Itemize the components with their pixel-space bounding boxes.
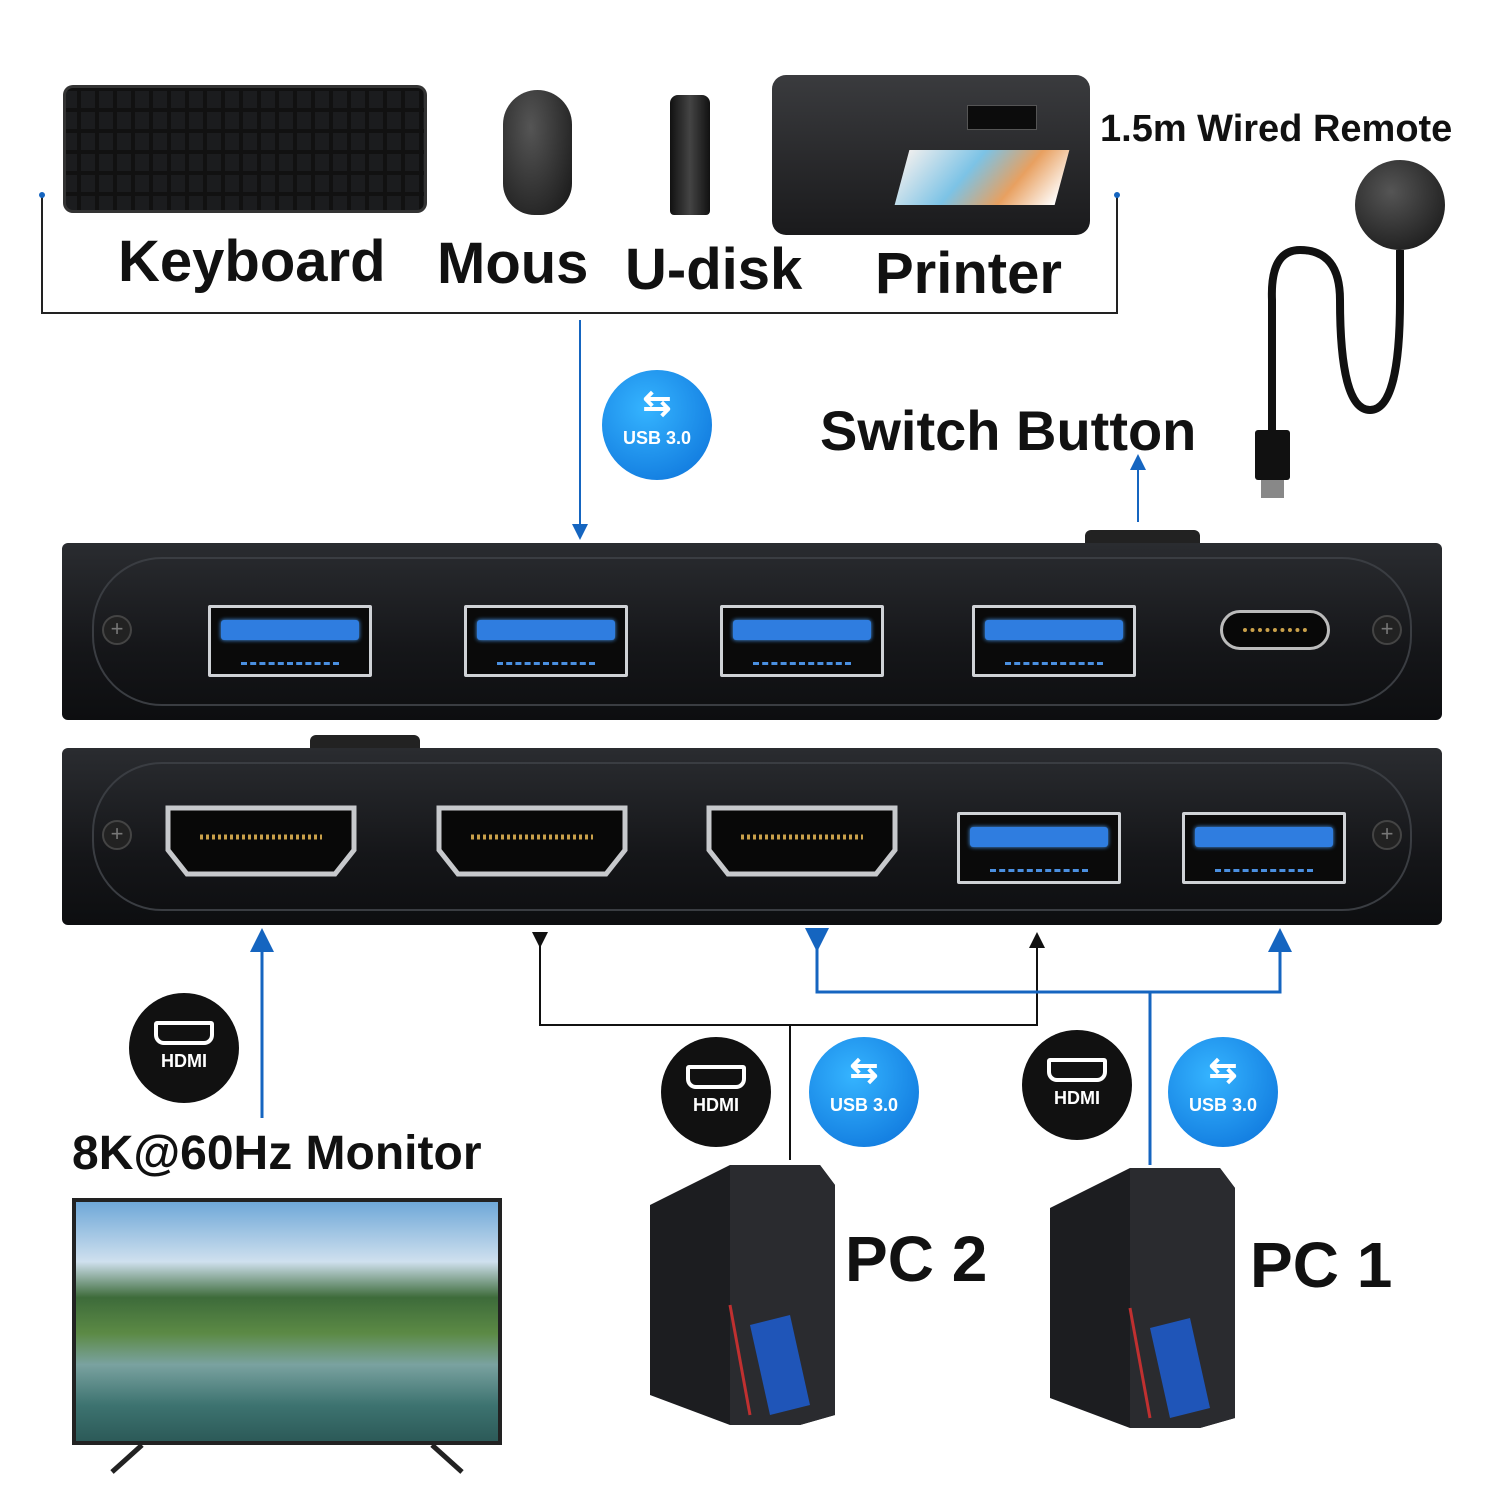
hdmi-port — [436, 805, 628, 877]
usb-port — [720, 605, 884, 677]
pc1-label: PC 1 — [1250, 1229, 1393, 1301]
switch-rear-panel: ++ — [62, 748, 1442, 925]
usb-port — [464, 605, 628, 677]
usb-port — [1182, 812, 1346, 884]
usb-badge-pc2: ⇆USB 3.0 — [809, 1037, 919, 1147]
udisk-label: U-disk — [625, 237, 803, 302]
usb-port — [957, 812, 1121, 884]
monitor-image — [72, 1198, 502, 1445]
pc1-tower-image — [1050, 1168, 1235, 1428]
pc2-label: PC 2 — [845, 1223, 988, 1295]
usb-port — [208, 605, 372, 677]
printer-label: Printer — [875, 241, 1062, 306]
mouse-label: Mous — [437, 231, 589, 296]
keyboard-image — [63, 85, 427, 213]
remote-cable — [1255, 245, 1404, 498]
usb-port — [972, 605, 1136, 677]
monitor-stand — [110, 1443, 464, 1474]
switch-front-panel: ++ — [62, 543, 1442, 720]
printer-image — [772, 75, 1090, 235]
mouse-image — [503, 90, 572, 215]
pc2-tower-image — [650, 1165, 835, 1425]
udisk-image — [670, 95, 710, 215]
usb-badge-top: ⇆USB 3.0 — [602, 370, 712, 480]
hdmi-badge-monitor: HDMI — [129, 993, 239, 1103]
usb-badge-pc1: ⇆USB 3.0 — [1168, 1037, 1278, 1147]
hdmi-port — [165, 805, 357, 877]
switch-button-rear[interactable] — [310, 735, 420, 751]
monitor-label: 8K@60Hz Monitor — [72, 1127, 482, 1180]
usb-c-port — [1220, 610, 1330, 650]
switch-button-label: Switch Button — [820, 399, 1197, 462]
hdmi-badge-pc1: HDMI — [1022, 1030, 1132, 1140]
hdmi-badge-pc2: HDMI — [661, 1037, 771, 1147]
wired-remote-image — [1355, 160, 1445, 250]
remote-label: 1.5m Wired Remote — [1100, 108, 1453, 150]
switch-button[interactable] — [1085, 530, 1200, 546]
keyboard-label: Keyboard — [118, 229, 386, 294]
hdmi-port — [706, 805, 898, 877]
